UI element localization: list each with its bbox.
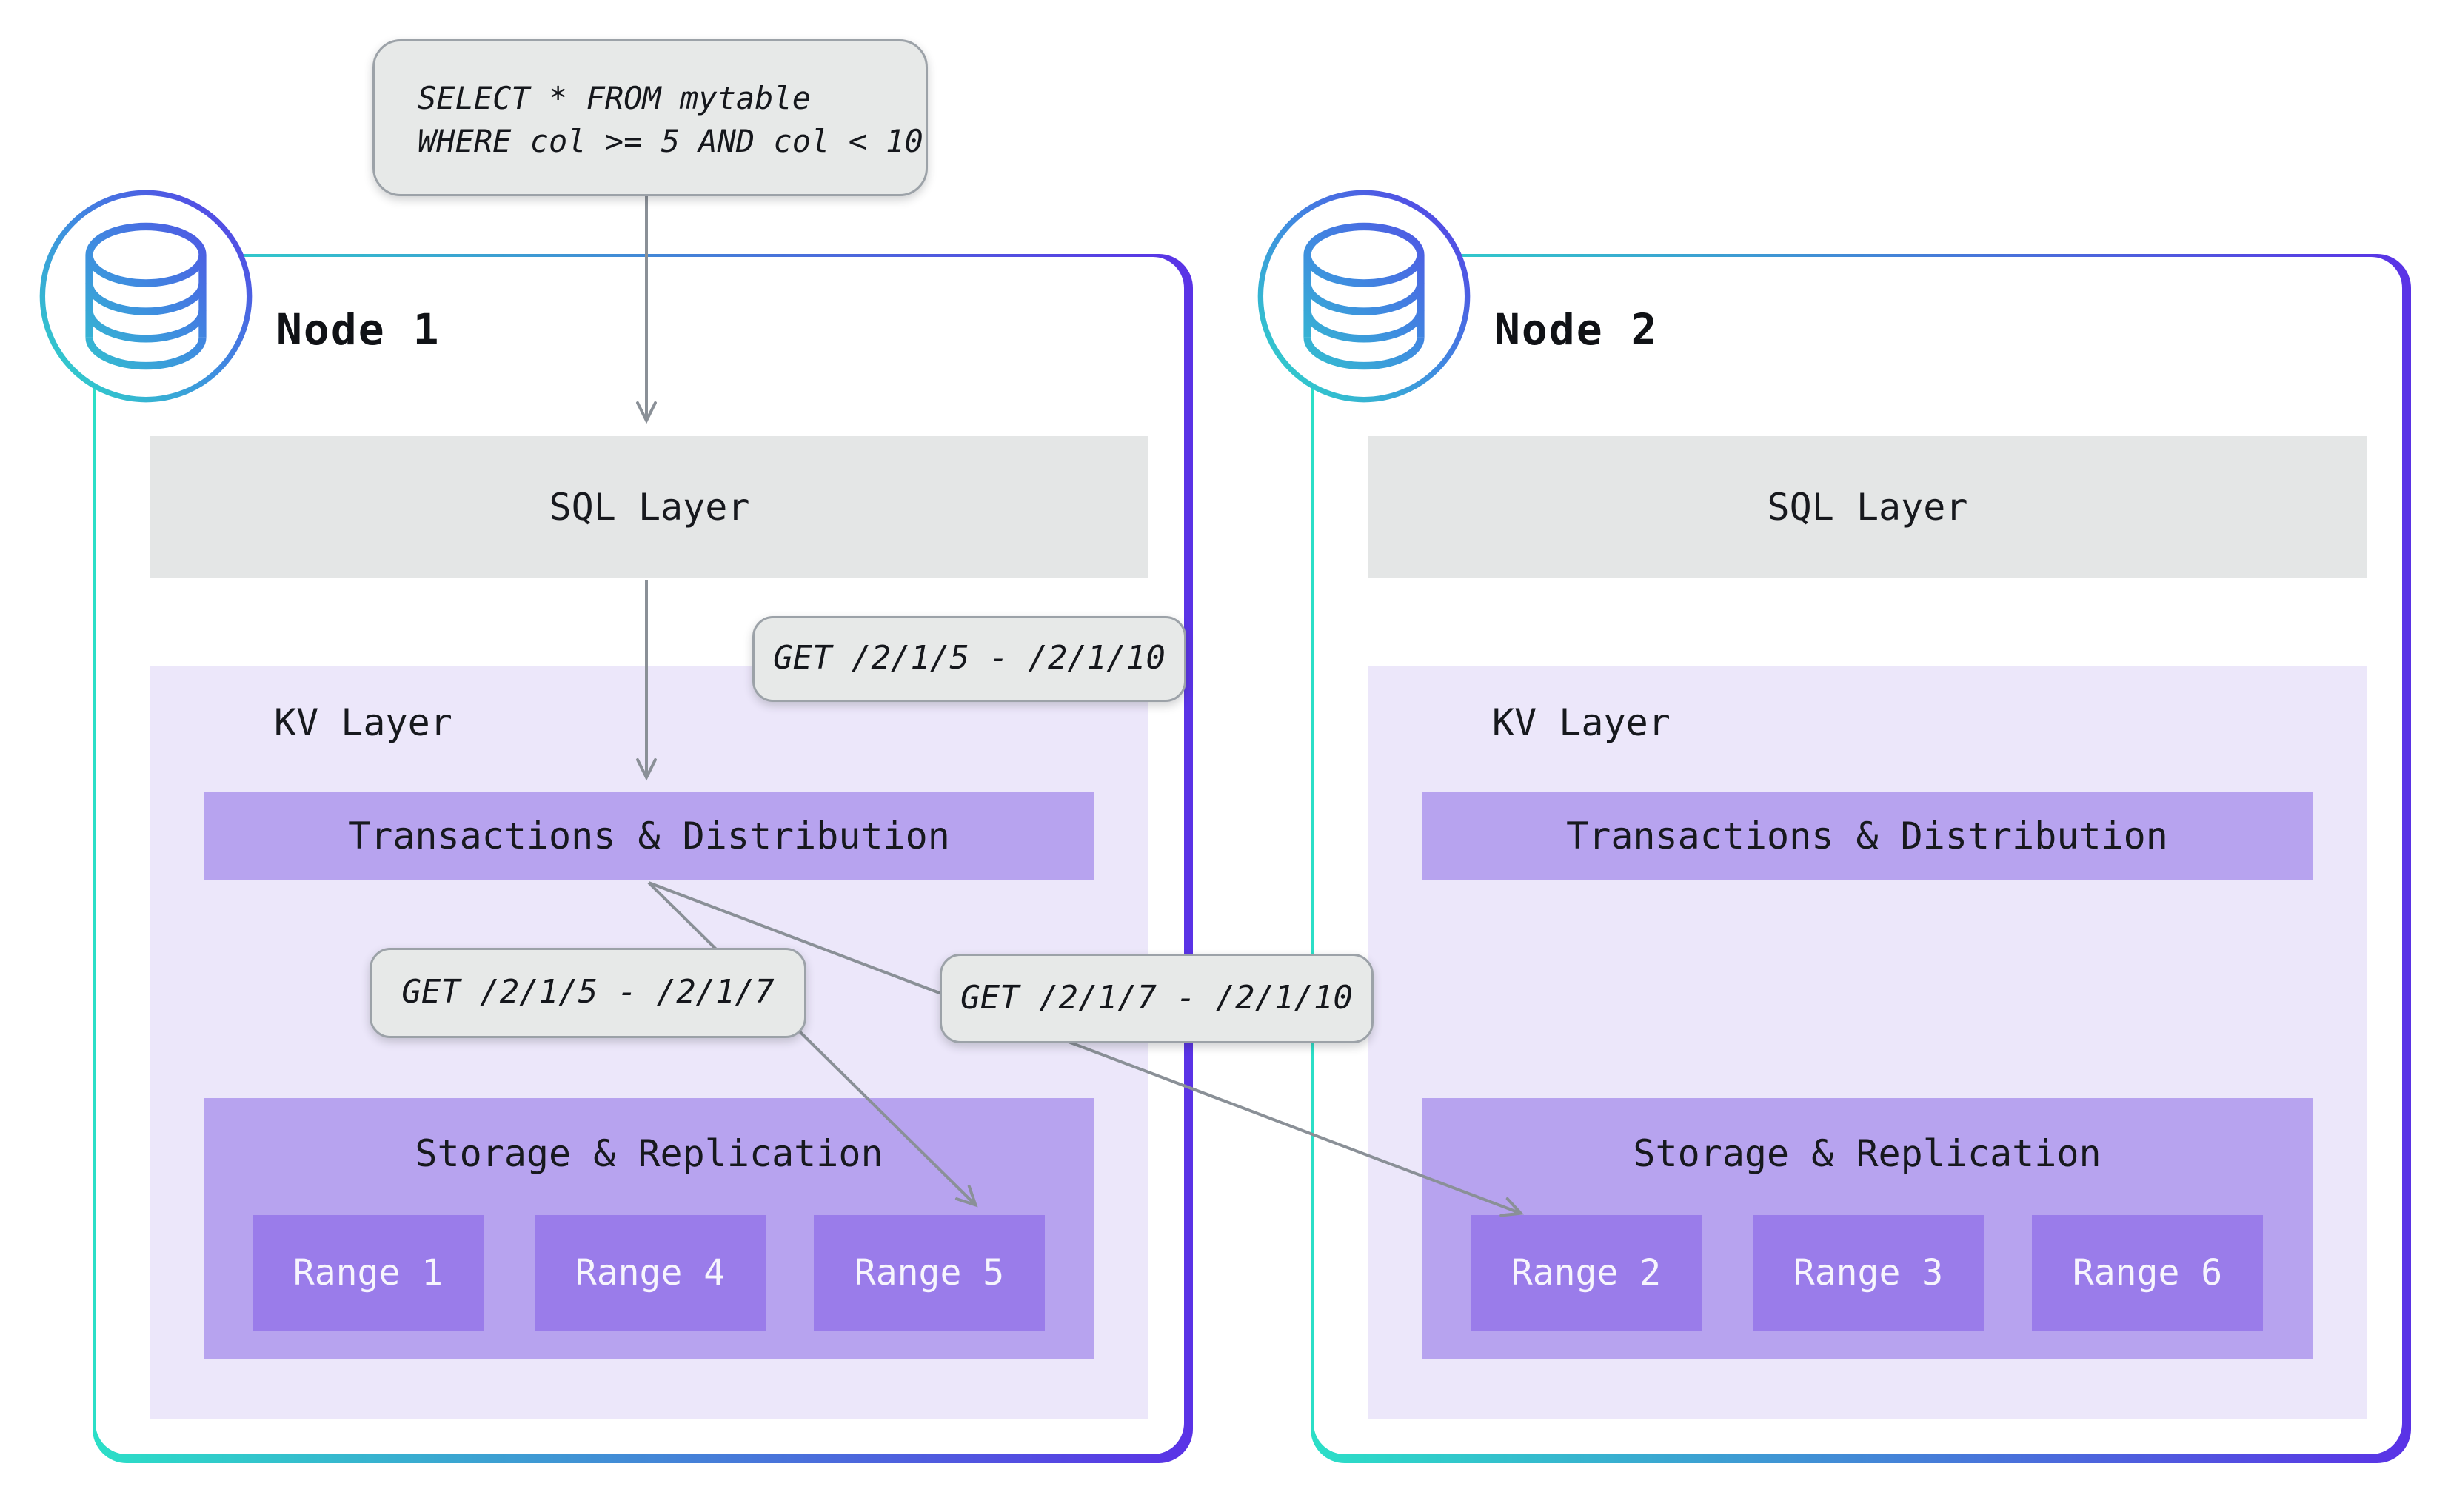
node-1-storage-title: Storage & Replication (415, 1132, 883, 1175)
node-2-storage-title: Storage & Replication (1633, 1132, 2101, 1175)
node-1-range-1: Range 1 (253, 1215, 484, 1331)
node-2-title: Node 2 (1494, 304, 1659, 355)
node-1-kv-layer-label: KV Layer (274, 701, 452, 744)
get-range-label-left: GET /2/1/5 - /2/1/7 (370, 948, 806, 1038)
node-1-range-4: Range 4 (535, 1215, 766, 1331)
sql-query-line2: WHERE col >= 5 AND col < 10 (418, 123, 923, 159)
node-1-transactions-distribution: Transactions & Distribution (204, 792, 1094, 880)
node-2-storage-replication: Storage & Replication Range 2 Range 3 Ra… (1422, 1098, 2313, 1359)
node-1-storage-replication: Storage & Replication Range 1 Range 4 Ra… (204, 1098, 1094, 1359)
database-icon (39, 190, 253, 403)
node-2-body: Node 2 SQL Layer KV Layer Transactions &… (1257, 190, 2402, 1454)
node-2-range-6: Range 6 (2032, 1215, 2263, 1331)
node-2-range-3: Range 3 (1753, 1215, 1984, 1331)
node-2-range-2: Range 2 (1471, 1215, 1702, 1331)
sql-query-line1: SELECT * FROM mytable (418, 80, 812, 116)
get-range-label-full: GET /2/1/5 - /2/1/10 (752, 616, 1186, 702)
node-2-container: Node 2 SQL Layer KV Layer Transactions &… (1257, 190, 2411, 1463)
database-icon (1257, 190, 1471, 403)
node-1-title: Node 1 (276, 304, 441, 355)
node-2-kv-layer-label: KV Layer (1492, 701, 1671, 744)
node-1-sql-layer: SQL Layer (150, 436, 1148, 578)
node-1-container: Node 1 SQL Layer KV Layer Transactions &… (39, 190, 1193, 1463)
node-1-range-5: Range 5 (814, 1215, 1045, 1331)
node-1-body: Node 1 SQL Layer KV Layer Transactions &… (39, 190, 1184, 1454)
node-2-transactions-distribution: Transactions & Distribution (1422, 792, 2313, 880)
node-2-sql-layer: SQL Layer (1368, 436, 2367, 578)
node-2-kv-layer: KV Layer Transactions & Distribution Sto… (1368, 666, 2367, 1419)
get-range-label-right: GET /2/1/7 - /2/1/10 (940, 954, 1374, 1043)
sql-query-bubble: SELECT * FROM mytable WHERE col >= 5 AND… (372, 39, 928, 196)
